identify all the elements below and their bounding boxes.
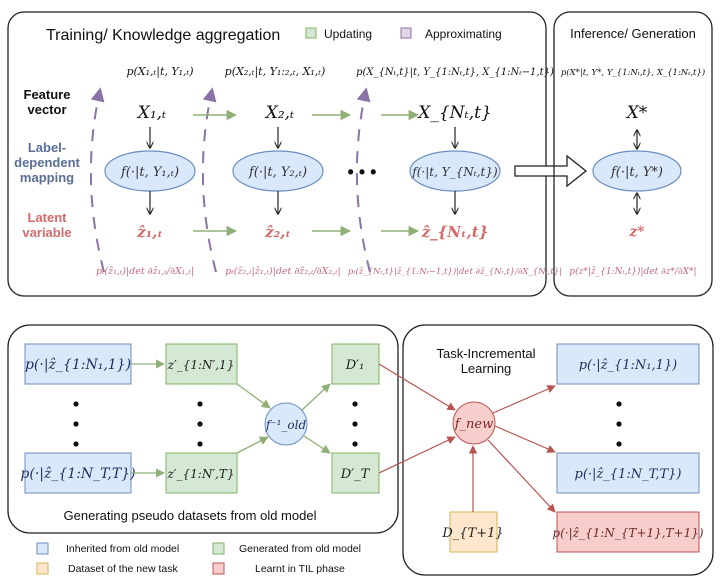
prior-box-1 xyxy=(24,343,132,385)
col3-x: X_{Nₜ,t} xyxy=(416,103,492,123)
til-output-box-1 xyxy=(556,343,700,385)
inference-title: Inference/ Generation xyxy=(570,26,696,41)
arrow-latent1-inverse xyxy=(236,383,271,409)
prior-label-T: p(·|ẑ_{1:N_T,T}) xyxy=(20,465,135,482)
arrow-new-outputT xyxy=(494,425,556,453)
legend-swatch-inherited xyxy=(36,542,49,555)
row-label-latent-2: variable xyxy=(22,225,71,240)
new-dataset-label: D_{T+1} xyxy=(441,526,503,541)
approx-curve-3 xyxy=(355,87,371,273)
col1-prob: p(X₁,ₜ|t, Y₁,ₜ) xyxy=(126,65,193,79)
mapping-label-1: f(·|t, Y₁,ₜ) xyxy=(120,165,179,180)
pseudo-panel xyxy=(7,324,399,534)
col2-prob: p(X₂,ₜ|t, Y₁:₂,ₜ, X₁,ₜ) xyxy=(225,65,326,79)
til-title-2: Learning xyxy=(461,361,512,376)
training-title: Training/ Knowledge aggregation xyxy=(46,27,280,44)
row-label-latent-1: Latent xyxy=(28,210,68,225)
row-label-mapping-1: Label- xyxy=(28,140,66,155)
density-1: pₜ(ẑ₁,ₜ)|det ∂ẑ₁,ₜ/∂X₁,ₜ| xyxy=(96,266,194,277)
latent-2: ẑ₂,ₜ xyxy=(264,223,291,241)
legend-inherited: Inherited from old model xyxy=(66,543,179,555)
new-model-node xyxy=(452,401,496,445)
legend-swatch-updating xyxy=(305,27,317,39)
inference-z: z* xyxy=(628,224,645,240)
dataset-label-1: D′₁ xyxy=(345,358,365,373)
legend-label-approximating: Approximating xyxy=(425,27,502,41)
column-ellipsis: • • • xyxy=(348,162,377,182)
legend-swatch-dataset xyxy=(36,562,49,575)
legend-label-updating: Updating xyxy=(324,27,372,41)
til-title-1: Task-Incremental xyxy=(437,346,536,361)
transfer-arrow xyxy=(514,154,588,188)
legend-swatch-learnt xyxy=(212,562,225,575)
arrow-new-output1 xyxy=(492,385,556,414)
approx-curve-2 xyxy=(201,87,217,273)
arrow-latentT-inverse xyxy=(236,436,269,454)
til-output-box-T xyxy=(556,452,700,494)
row-label-mapping-3: mapping xyxy=(20,170,74,185)
vertical-ellipsis-group xyxy=(73,401,358,447)
dataset-label-T: D′_T xyxy=(340,467,371,482)
til-output-box-new xyxy=(556,511,700,553)
mapping-label-n: f(·|t, Y_{Nₜ,t}) xyxy=(411,165,498,179)
row-label-mapping-2: dependent xyxy=(14,155,80,170)
til-output-label-new: p(·|ẑ_{1:N_{T+1},T+1}) xyxy=(552,526,703,540)
latent-label-1: z′_{1:N′,1} xyxy=(167,358,235,372)
til-vertical-ellipsis xyxy=(616,401,622,447)
inverse-label: f⁻¹_old xyxy=(265,418,307,432)
dataset-box-T xyxy=(331,452,380,494)
latent-1: ẑ₁,ₜ xyxy=(136,223,163,241)
prior-label-1: p(·|ẑ_{1:N₁,1}) xyxy=(25,356,131,373)
legend-swatch-generated xyxy=(212,542,225,555)
mapping-label-2: f(·|t, Y₂,ₜ) xyxy=(248,165,307,180)
approx-curve-1 xyxy=(89,87,105,273)
pseudo-title: Generating pseudo datasets from old mode… xyxy=(64,508,317,523)
legend-generated: Generated from old model xyxy=(239,543,361,555)
density-n: pₜ(ẑ_{Nₜ,t}|ẑ_{1:Nₜ−1,t})|det ∂ẑ_{Nₜ,t}/… xyxy=(348,266,562,277)
density-2: pₜ(ẑ₂,ₜ|ẑ₁,ₜ)|det ∂ẑ₂,ₜ/∂X₂,ₜ| xyxy=(225,266,340,277)
legend-swatch-approximating xyxy=(400,27,412,39)
inference-prob: p(X*|t, Y*, Y_{1:Nₜ,t}, X_{1:Nₜ,t}) xyxy=(561,67,705,78)
row-label-feature-1: Feature xyxy=(24,87,71,102)
latent-label-T: z′_{1:N′,T} xyxy=(166,467,234,481)
arrow-dataset1-new xyxy=(378,363,456,411)
til-output-label-T: p(·|ẑ_{1:N_T,T}) xyxy=(575,467,682,482)
legend-learnt: Learnt in TIL phase xyxy=(255,563,345,575)
inverse-node xyxy=(264,402,308,446)
new-dataset-box xyxy=(449,511,498,553)
arrow-inverse-datasetT xyxy=(303,435,331,454)
arrow-inverse-dataset1 xyxy=(301,383,331,411)
inference-mapping-node xyxy=(592,150,682,192)
arrow-datasetT-new xyxy=(378,436,456,474)
latent-n: ẑ_{Nₜ,t} xyxy=(421,223,489,241)
latent-box-T xyxy=(165,452,238,494)
inference-density: p(z*|ẑ_{1:Nₜ,t})|det ∂z*/∂X*| xyxy=(569,266,696,277)
arrow-new-outputnew xyxy=(487,439,556,513)
inference-mapping-label: f(·|t, Y*) xyxy=(610,165,663,180)
til-output-label-1: p(·|ẑ_{1:N₁,1}) xyxy=(579,358,678,373)
til-panel xyxy=(402,324,714,576)
new-model-label: f_new xyxy=(454,417,494,432)
legend-dataset: Dataset of the new task xyxy=(68,563,178,575)
col1-x: X₁,ₜ xyxy=(136,103,167,123)
row-label-feature-2: vector xyxy=(27,102,66,117)
inference-panel xyxy=(553,11,713,297)
col2-x: X₂,ₜ xyxy=(264,103,295,123)
prior-box-T xyxy=(24,452,132,494)
col3-prob: p(X_{Nₜ,t}|t, Y_{1:Nₜ,t}, X_{1:Nₜ−1,t}) xyxy=(356,67,554,78)
inference-x: X* xyxy=(625,103,648,123)
latent-box-1 xyxy=(165,343,238,385)
